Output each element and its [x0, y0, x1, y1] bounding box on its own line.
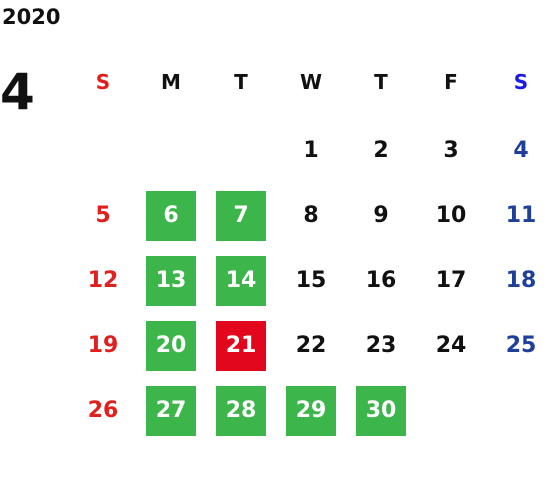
day-19[interactable]: 19: [87, 333, 119, 358]
day-9[interactable]: 9: [373, 203, 389, 228]
day-4[interactable]: 4: [513, 138, 529, 163]
day-27[interactable]: 27: [146, 386, 196, 436]
day-23[interactable]: 23: [365, 333, 397, 358]
day-15[interactable]: 15: [295, 268, 327, 293]
day-29[interactable]: 29: [286, 386, 336, 436]
day-8[interactable]: 8: [303, 203, 319, 228]
day-1[interactable]: 1: [303, 138, 319, 163]
day-22[interactable]: 22: [295, 333, 327, 358]
month-number: 4: [0, 63, 35, 121]
day-13[interactable]: 13: [146, 256, 196, 306]
day-17[interactable]: 17: [435, 268, 467, 293]
day-16[interactable]: 16: [365, 268, 397, 293]
day-2[interactable]: 2: [373, 138, 389, 163]
weekday-wednesday: W: [299, 70, 323, 94]
day-26[interactable]: 26: [87, 398, 119, 423]
day-3[interactable]: 3: [443, 138, 459, 163]
weekday-thursday: T: [374, 70, 388, 94]
day-21[interactable]: 21: [216, 321, 266, 371]
day-28[interactable]: 28: [216, 386, 266, 436]
day-7[interactable]: 7: [216, 191, 266, 241]
weekday-sunday: S: [95, 70, 111, 94]
day-11[interactable]: 11: [505, 203, 537, 228]
day-10[interactable]: 10: [435, 203, 467, 228]
day-5[interactable]: 5: [95, 203, 111, 228]
day-14[interactable]: 14: [216, 256, 266, 306]
day-30[interactable]: 30: [356, 386, 406, 436]
weekday-monday: M: [161, 70, 181, 94]
day-24[interactable]: 24: [435, 333, 467, 358]
day-25[interactable]: 25: [505, 333, 537, 358]
day-18[interactable]: 18: [505, 268, 537, 293]
year-label: 2020: [2, 5, 61, 29]
day-6[interactable]: 6: [146, 191, 196, 241]
weekday-saturday: S: [513, 70, 529, 94]
weekday-friday: F: [444, 70, 458, 94]
day-12[interactable]: 12: [87, 268, 119, 293]
weekday-tuesday: T: [234, 70, 248, 94]
day-20[interactable]: 20: [146, 321, 196, 371]
